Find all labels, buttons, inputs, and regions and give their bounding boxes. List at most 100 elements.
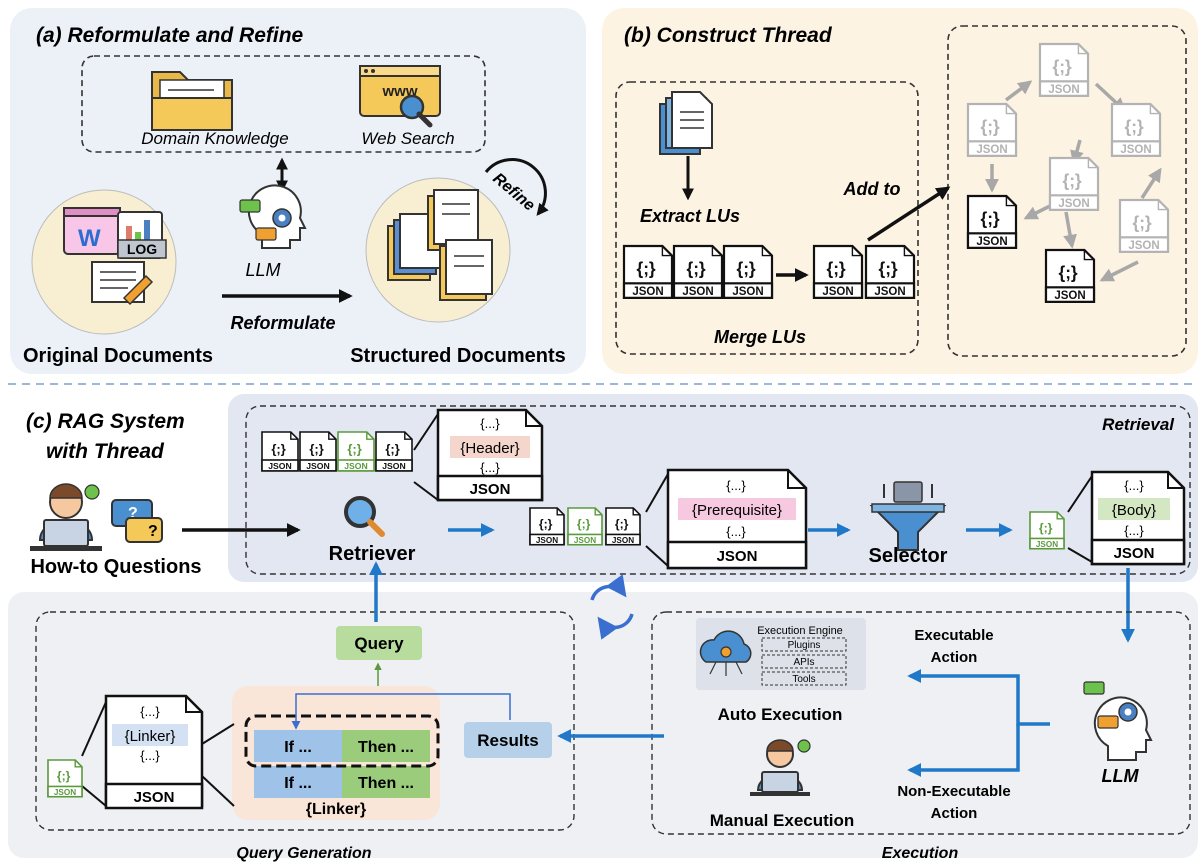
- json-file-icon-merged-2: {;}JSON: [864, 244, 916, 299]
- json-file-icon-thread-gray-4: {;} JSON: [1048, 156, 1100, 211]
- thread-box: [947, 25, 1187, 357]
- body-field: {Body}: [1112, 502, 1156, 519]
- body-json-label: JSON: [1114, 545, 1155, 562]
- linker-connector-bottom: [81, 785, 107, 807]
- linker-to-rules-bottom: [201, 775, 235, 807]
- json-label: JSON: [574, 536, 596, 545]
- header-connector-top: [413, 413, 439, 451]
- json-glyph: {;}: [57, 769, 71, 783]
- executable-arrow: [907, 669, 1050, 726]
- json-label: JSON: [344, 461, 368, 471]
- json-glyph: {;}: [309, 441, 323, 456]
- selector-funnel-icon: [869, 481, 947, 551]
- json-file-icon-linker: {;} JSON: [47, 759, 83, 798]
- json-file-icon-header-4: {;}JSON: [375, 431, 413, 472]
- json-glyph: {;}: [1062, 171, 1081, 191]
- w-glyph: W: [78, 225, 101, 252]
- linker-connector-top: [81, 701, 107, 757]
- prerequisite-field: {Prerequisite}: [692, 502, 782, 519]
- json-glyph: {;}: [1124, 117, 1143, 137]
- json-glyph: {;}: [636, 259, 655, 279]
- json-glyph: {;}: [1052, 57, 1071, 77]
- merge-lus-label: Merge LUs: [714, 327, 806, 347]
- json-label: JSON: [1120, 144, 1151, 156]
- prerequisite-document: {...} {Prerequisite} {...} JSON: [666, 468, 808, 570]
- llm-label-a: LLM: [245, 260, 280, 280]
- svg-text:?: ?: [128, 505, 138, 522]
- selected-rule-highlight: [244, 714, 440, 768]
- body-connector-bottom: [1067, 547, 1093, 563]
- header-document: {...} {Header} {...} JSON: [436, 408, 544, 502]
- json-label: JSON: [732, 286, 763, 298]
- then-text-2: Then ...: [358, 775, 414, 792]
- question-bubble-icon: ? ?: [111, 499, 163, 543]
- original-documents-label: Original Documents: [23, 345, 213, 367]
- svg-text:?: ?: [148, 523, 158, 540]
- json-file-icon-thread-gray-2: {;} JSON: [966, 102, 1018, 157]
- query-label: Query: [354, 634, 404, 653]
- retrieval-label: Retrieval: [1102, 415, 1175, 434]
- json-glyph: {;}: [347, 441, 361, 456]
- prereq-connector-top: [645, 473, 669, 513]
- if-cell-1: [254, 730, 342, 762]
- llm-head-icon: [239, 184, 307, 249]
- json-glyph: {;}: [878, 259, 897, 279]
- header-json-label: JSON: [470, 481, 511, 498]
- json-file-icon-merge-2: {;}JSON: [672, 244, 724, 299]
- structured-documents-label: Structured Documents: [350, 345, 566, 367]
- json-glyph: {;}: [736, 259, 755, 279]
- json-label: JSON: [1058, 198, 1089, 210]
- json-label: JSON: [976, 144, 1007, 156]
- json-glyph: {;}: [1039, 521, 1053, 535]
- body-ellipsis-top: {...}: [1124, 478, 1144, 493]
- json-file-icon-merged-1: {;}JSON: [812, 244, 864, 299]
- manual-user-icon: [750, 739, 811, 796]
- json-label: JSON: [632, 286, 663, 298]
- manual-execution-label: Manual Execution: [710, 811, 855, 830]
- json-glyph: {;}: [980, 117, 999, 137]
- panel-c: Retrieval (c) RAG System with Thread ? ?…: [8, 394, 1198, 862]
- json-glyph: {;}: [615, 517, 629, 531]
- executable-line2: Action: [931, 649, 978, 666]
- how-to-questions-label: How-to Questions: [30, 556, 201, 578]
- json-label: JSON: [54, 788, 76, 797]
- results-box: [464, 722, 552, 758]
- auto-execution-label: Auto Execution: [718, 705, 843, 724]
- document-stack-icon: [659, 91, 713, 155]
- json-file-icon-thread-gray-5: {;}JSON: [1118, 198, 1170, 253]
- linker-ellipsis-top: {...}: [140, 704, 160, 719]
- non-executable-arrow: [907, 724, 1020, 777]
- panel-a: (a) Reformulate and Refine Domain Knowle…: [10, 8, 586, 374]
- json-label: JSON: [268, 461, 292, 471]
- json-glyph: {;}: [686, 259, 705, 279]
- json-file-icon-merge-1: {;} JSON: [622, 244, 674, 299]
- reformulate-label: Reformulate: [230, 313, 335, 333]
- body-connector-top: [1067, 475, 1093, 513]
- retriever-label: Retriever: [329, 543, 416, 565]
- domain-knowledge-label: Domain Knowledge: [141, 129, 288, 148]
- query-box: [336, 626, 422, 660]
- if-cell-2: [254, 766, 342, 798]
- header-connector-bottom: [413, 481, 439, 501]
- llm-head-icon-c: [1083, 681, 1153, 761]
- knowledge-box: [81, 55, 486, 153]
- tools-label: Tools: [792, 674, 815, 685]
- refine-arrow: [484, 158, 549, 216]
- json-file-icon-header-2: {;}JSON: [299, 431, 337, 472]
- panel-b: (b) Construct Thread Extract LUs Merge L…: [602, 8, 1198, 374]
- json-label: JSON: [1048, 84, 1079, 96]
- cloud-gear-icon: [699, 630, 752, 676]
- json-label: JSON: [1036, 540, 1058, 549]
- json-label: JSON: [612, 536, 634, 545]
- loop-icon: [590, 574, 634, 640]
- json-glyph: {;}: [385, 441, 399, 456]
- prereq-ellipsis-top: {...}: [726, 478, 746, 493]
- plugins-box: [761, 637, 847, 652]
- linker-ellipsis-bottom: {...}: [140, 748, 160, 763]
- tools-box: [761, 671, 847, 686]
- json-file-icon-prereq-3: {;} JSON: [605, 507, 641, 546]
- nonexec-line1: Non-Executable: [897, 783, 1010, 800]
- json-file-icon-thread-2: {;}JSON: [1044, 248, 1096, 303]
- folder-icon: [151, 71, 233, 131]
- json-glyph: {;}: [826, 259, 845, 279]
